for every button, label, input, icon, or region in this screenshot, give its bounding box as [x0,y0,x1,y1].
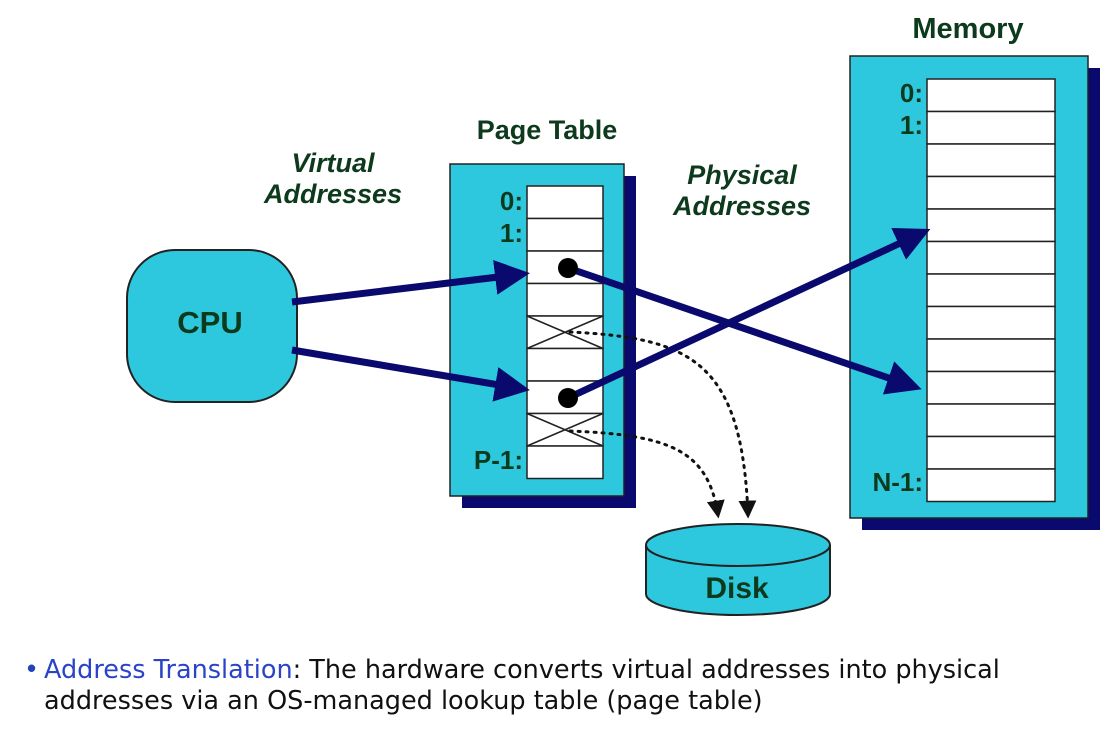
virtual-addresses-label-line2: Addresses [263,179,402,209]
pt-index-label-1: 1: [500,218,523,248]
arrow-cpu-to-pte-2 [291,259,530,306]
memory-title: Memory [912,13,1023,45]
bullet-text-line1: The hardware converts virtual addresses … [301,655,1000,685]
page-table-cell [526,445,604,480]
memory-cell [926,143,1056,178]
page-table-block [449,163,636,508]
disk-node: Disk [645,523,831,616]
page-table-cell [526,347,604,382]
term-colon: : [292,655,302,685]
term-address-translation: Address Translation [44,655,293,685]
physical-addresses-label-line1: Physical [687,160,797,190]
pte-pointer-dot-1 [558,258,578,278]
memory-cell [926,468,1056,503]
memory-cell [926,240,1056,275]
pte-pointer-dot-2 [558,388,578,408]
memory-cell [926,338,1056,373]
address-translation-diagram: CPU Disk Memory Page Table Virtual Addre… [126,13,1100,616]
virtual-addresses-label-line1: Virtual [291,148,375,178]
cpu-label: CPU [177,305,242,340]
arrow-pte-2-to-memory [566,264,922,395]
memory-cell [926,208,1056,243]
dotted-path-to-disk-1 [568,330,757,519]
page-table-cell-cross-line [526,315,604,350]
page-table-cell [526,282,604,317]
bullet-text: Address Translation: The hardware conver… [44,655,1094,717]
pt-index-label-0: 0: [500,186,523,216]
memory-cell [926,273,1056,308]
cpu-node: CPU [126,249,298,403]
memory-block [849,55,1100,530]
page-table-title: Page Table [477,115,618,145]
mem-index-label-last: N-1: [872,467,923,497]
arrow-cpu-to-pte-6 [291,346,530,402]
memory-cell [926,370,1056,405]
arrow-pte-6-to-memory [566,227,931,402]
dotted-path-to-disk-2 [568,429,725,519]
memory-cell [926,305,1056,340]
disk-label: Disk [705,572,769,605]
page-table-cell [526,185,604,220]
memory-cell [926,403,1056,438]
mem-index-label-1: 1: [900,110,923,140]
memory-cell [926,175,1056,210]
mem-index-label-0: 0: [900,78,923,108]
page-table-cell [526,217,604,252]
memory-cells [926,78,1056,503]
pt-index-label-last: P-1: [474,445,523,475]
page-table-cells [526,185,604,480]
memory-cell [926,435,1056,470]
memory-cell [926,110,1056,145]
bullet-text-line2: addresses via an OS-managed lookup table… [44,686,763,716]
page-table-cell-cross-line [526,412,604,447]
bullet-symbol: • [24,655,40,685]
physical-addresses-label-line2: Addresses [672,191,811,221]
memory-cell [926,78,1056,113]
